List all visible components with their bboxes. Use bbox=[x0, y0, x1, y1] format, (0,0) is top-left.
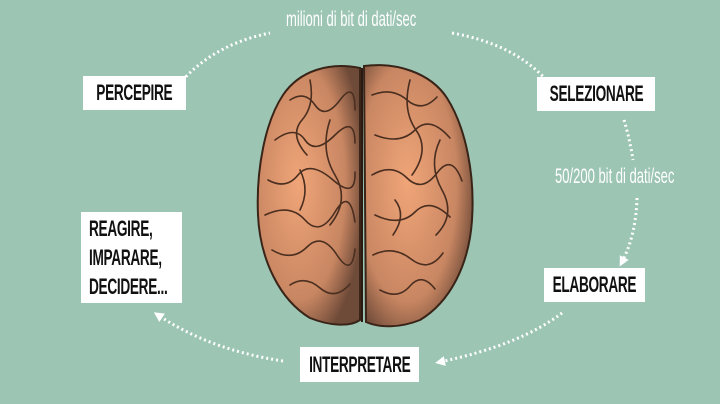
step-elaborare: ELABORARE bbox=[544, 268, 645, 302]
brain-illustration bbox=[256, 64, 474, 328]
arrow-selezionare-elaborare-bottom bbox=[619, 197, 639, 267]
arrow-elaborare-interpretare bbox=[435, 311, 563, 366]
rate-right-label: 50/200 bit di dati/sec bbox=[555, 165, 675, 188]
rate-top-label: milioni di bit di dati/sec bbox=[286, 8, 417, 31]
step-reagire-line-1: REAGIRE, bbox=[89, 216, 153, 241]
step-reagire-line-3: DECIDERE... bbox=[89, 274, 168, 299]
brain-right-hemisphere bbox=[362, 64, 474, 328]
step-percepire: PERCEPIRE bbox=[83, 76, 186, 110]
step-elaborare-label: ELABORARE bbox=[552, 272, 637, 297]
step-percepire-label: PERCEPIRE bbox=[96, 80, 173, 105]
arrow-selezionare-elaborare-top bbox=[622, 119, 635, 161]
step-reagire-line-2: IMPARARE, bbox=[89, 245, 162, 270]
step-selezionare-label: SELEZIONARE bbox=[549, 81, 643, 106]
arrow-interpretare-reagire bbox=[153, 312, 284, 363]
step-reagire: REAGIRE, IMPARARE, DECIDERE... bbox=[81, 212, 182, 303]
arrow-percepire-selezionare-left bbox=[174, 31, 271, 89]
step-interpretare-label: INTERPRETARE bbox=[308, 351, 411, 377]
step-selezionare: SELEZIONARE bbox=[537, 77, 655, 111]
brain-left-hemisphere bbox=[256, 65, 361, 326]
step-interpretare: INTERPRETARE bbox=[300, 347, 419, 382]
